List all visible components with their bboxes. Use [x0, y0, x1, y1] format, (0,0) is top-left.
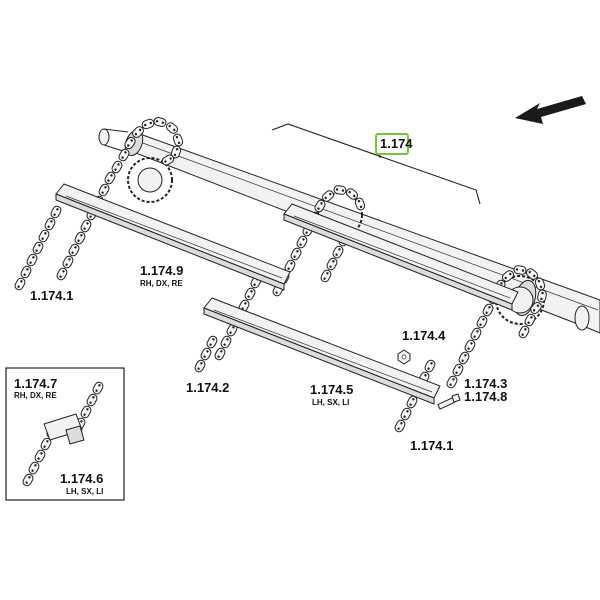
callout-chain-mid: 1.174.2: [186, 380, 229, 395]
main-callout-label[interactable]: 1.174: [380, 136, 413, 151]
callout-bar-front: 1.174.5: [310, 382, 353, 397]
callout-inset-bottom-sub: LH, SX, LI: [66, 487, 103, 496]
inset-detail-box: [5, 367, 125, 501]
callout-bar-back: 1.174.9: [140, 263, 183, 278]
callout-chain-left: 1.174.1: [30, 288, 73, 303]
slat-bar-front: [203, 297, 441, 405]
callout-inset-top: 1.174.7: [14, 376, 57, 391]
sprocket-left: [127, 157, 173, 203]
nut: [397, 349, 411, 365]
callout-bar-front-sub: LH, SX, LI: [312, 398, 349, 407]
callout-screw: 1.174.8: [464, 389, 507, 404]
slat-bar-back: [55, 183, 291, 291]
callout-inset-bottom: 1.174.6: [60, 471, 103, 486]
callout-chain-right: 1.174.1: [410, 438, 453, 453]
main-callout-badge[interactable]: [375, 133, 409, 155]
callout-inset-top-sub: RH, DX, RE: [14, 391, 57, 400]
callout-bolt: 1.174.3: [464, 376, 507, 391]
sprocket-middle: [317, 192, 363, 238]
callout-nut: 1.174.4: [402, 328, 446, 343]
direction-arrow-icon: [515, 96, 586, 124]
callout-bar-back-sub: RH, DX, RE: [140, 279, 183, 288]
slat-bar-middle: [283, 203, 519, 311]
bolt: [437, 393, 461, 410]
